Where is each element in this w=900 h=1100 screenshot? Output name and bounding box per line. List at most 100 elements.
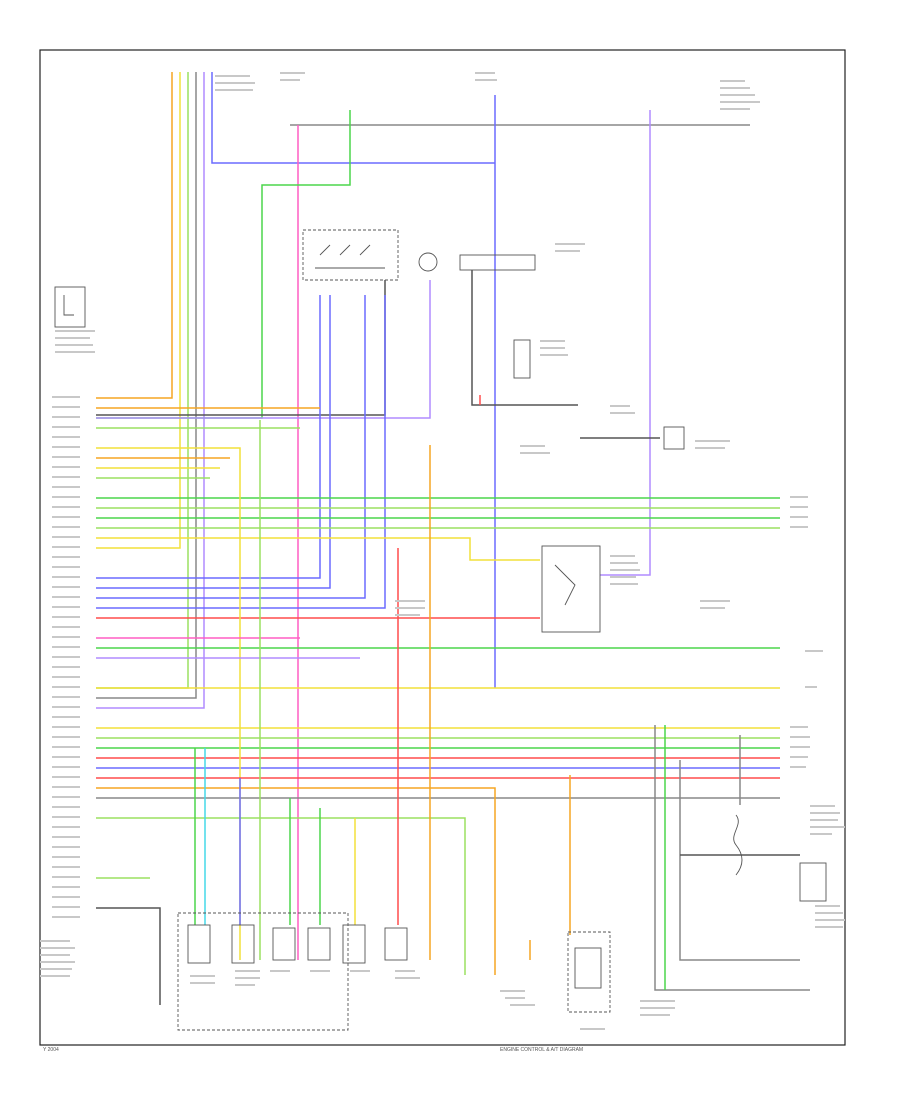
label-block-17 bbox=[52, 556, 80, 558]
label-block-25 bbox=[52, 636, 80, 638]
label-block-4 bbox=[52, 426, 80, 428]
label-block-116 bbox=[520, 445, 545, 447]
label-block-101 bbox=[640, 1007, 675, 1009]
label-block-33 bbox=[52, 716, 80, 718]
label-block-21 bbox=[52, 596, 80, 598]
label-block-78 bbox=[810, 812, 840, 814]
unreadable-label-blocks bbox=[40, 72, 845, 1030]
label-block-123 bbox=[610, 576, 636, 578]
label-block-60 bbox=[475, 79, 497, 81]
label-block-42 bbox=[52, 806, 80, 808]
label-block-45 bbox=[52, 836, 80, 838]
label-block-79 bbox=[810, 819, 838, 821]
label-block-70 bbox=[805, 650, 823, 652]
wire-blue-18 bbox=[96, 295, 366, 599]
label-block-36 bbox=[52, 746, 80, 748]
label-block-100 bbox=[640, 1000, 675, 1002]
label-block-1 bbox=[52, 396, 80, 398]
label-block-20 bbox=[52, 586, 80, 588]
label-block-92 bbox=[310, 970, 330, 972]
relay-box bbox=[302, 229, 399, 281]
wire-blue-16 bbox=[96, 295, 321, 579]
label-block-80 bbox=[810, 826, 845, 828]
label-block-133 bbox=[55, 351, 95, 353]
label-block-52 bbox=[52, 906, 80, 908]
label-block-118 bbox=[695, 440, 730, 442]
wire-blue-19 bbox=[96, 295, 386, 609]
label-block-28 bbox=[52, 666, 80, 668]
label-block-12 bbox=[52, 506, 80, 508]
label-block-105 bbox=[40, 954, 70, 956]
wire-lightgreen-3 bbox=[96, 72, 189, 689]
relay-contacts bbox=[315, 244, 385, 269]
wire-dark-46 bbox=[96, 907, 161, 1005]
label-block-86 bbox=[190, 975, 215, 977]
label-block-88 bbox=[235, 970, 260, 972]
label-block-9 bbox=[52, 476, 80, 478]
footer-center-label: ENGINE CONTROL & A/T DIAGRAM bbox=[500, 1047, 583, 1053]
label-block-90 bbox=[235, 984, 255, 986]
label-block-67 bbox=[790, 506, 808, 508]
throttle-switch-contact bbox=[554, 564, 576, 606]
footer-left-label: Y 2004 bbox=[43, 1047, 59, 1053]
label-block-35 bbox=[52, 736, 80, 738]
label-block-5 bbox=[52, 436, 80, 438]
label-block-87 bbox=[190, 982, 215, 984]
label-block-13 bbox=[52, 516, 80, 518]
wire-violet-5 bbox=[96, 72, 205, 709]
label-block-23 bbox=[52, 616, 80, 618]
label-block-31 bbox=[52, 696, 80, 698]
label-block-115 bbox=[610, 412, 635, 414]
label-block-81 bbox=[810, 833, 832, 835]
label-block-104 bbox=[40, 947, 75, 949]
label-block-94 bbox=[395, 970, 415, 972]
label-block-102 bbox=[640, 1014, 670, 1016]
label-block-15 bbox=[52, 536, 80, 538]
wire-orange-1 bbox=[96, 72, 173, 399]
label-block-114 bbox=[610, 405, 630, 407]
label-block-46 bbox=[52, 846, 80, 848]
label-block-91 bbox=[270, 970, 290, 972]
label-block-6 bbox=[52, 446, 80, 448]
label-block-14 bbox=[52, 526, 80, 528]
sensor-box-left bbox=[54, 286, 86, 328]
components bbox=[54, 229, 827, 1031]
label-block-32 bbox=[52, 706, 80, 708]
throttle-switch-box bbox=[541, 545, 601, 633]
wire-gray-4 bbox=[96, 72, 197, 699]
label-block-107 bbox=[40, 968, 72, 970]
label-block-89 bbox=[235, 977, 260, 979]
speed-sensor-coil bbox=[574, 947, 602, 989]
label-block-3 bbox=[52, 416, 80, 418]
label-block-51 bbox=[52, 896, 80, 898]
wire-yellow-36 bbox=[96, 447, 241, 960]
label-block-38 bbox=[52, 766, 80, 768]
label-block-113 bbox=[540, 354, 568, 356]
label-block-127 bbox=[395, 600, 425, 602]
label-block-2 bbox=[52, 406, 80, 408]
label-block-75 bbox=[790, 756, 808, 758]
label-block-76 bbox=[790, 766, 806, 768]
label-block-50 bbox=[52, 886, 80, 888]
gauge-sensor bbox=[418, 252, 438, 272]
wire-green-9 bbox=[96, 110, 351, 419]
label-block-43 bbox=[52, 816, 80, 818]
label-block-95 bbox=[395, 977, 420, 979]
wire-violet-11 bbox=[600, 110, 651, 576]
label-block-128 bbox=[395, 607, 425, 609]
label-block-68 bbox=[790, 516, 808, 518]
label-block-117 bbox=[520, 452, 550, 454]
label-block-56 bbox=[215, 89, 253, 91]
label-block-49 bbox=[52, 876, 80, 878]
label-block-109 bbox=[555, 243, 585, 245]
label-block-84 bbox=[815, 919, 845, 921]
label-block-97 bbox=[505, 997, 525, 999]
label-block-39 bbox=[52, 776, 80, 778]
label-block-16 bbox=[52, 546, 80, 548]
label-block-7 bbox=[52, 456, 80, 458]
label-block-44 bbox=[52, 826, 80, 828]
wire-yellow-24 bbox=[96, 537, 540, 561]
label-block-74 bbox=[790, 746, 810, 748]
wire-dark-12 bbox=[471, 270, 578, 406]
wire-harness bbox=[96, 72, 810, 1005]
